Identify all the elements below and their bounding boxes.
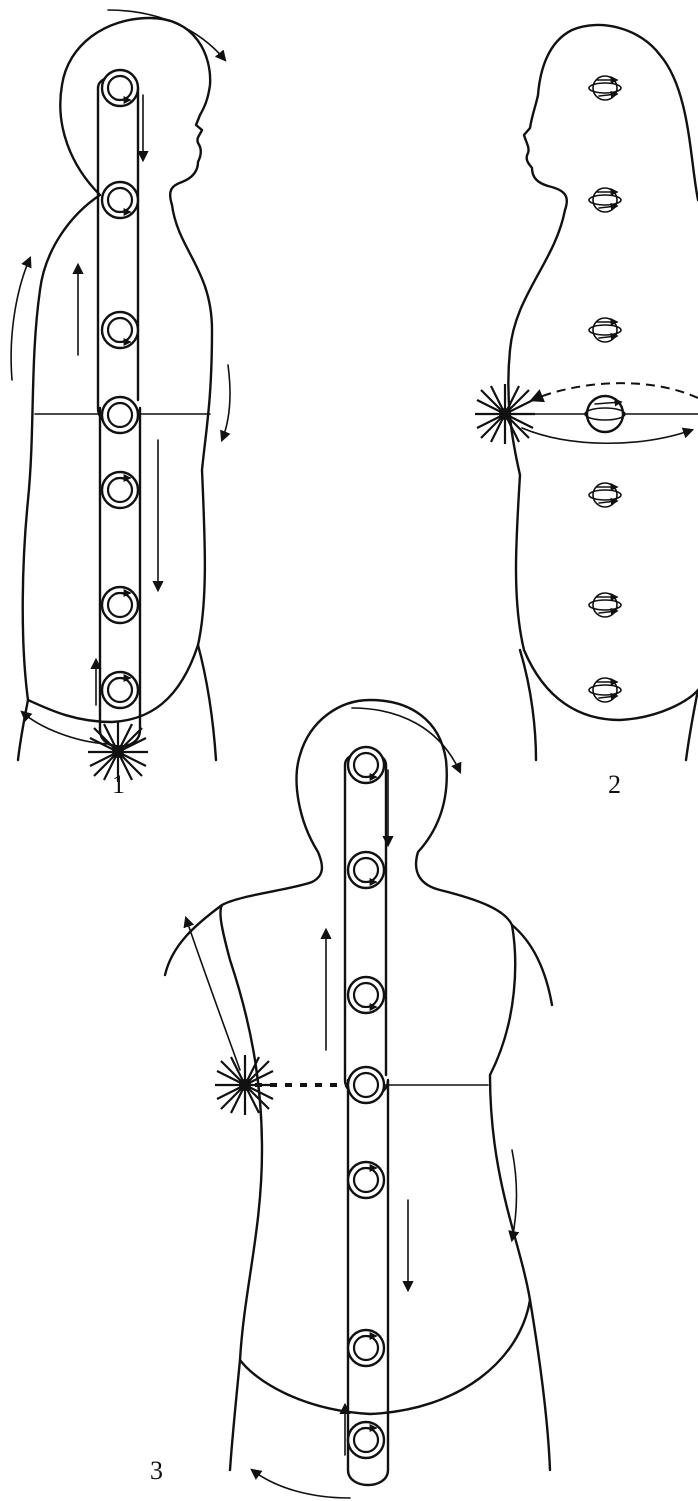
leg-line-right [198, 645, 216, 760]
chakra-icon [348, 977, 384, 1013]
chakra-icon [102, 312, 138, 348]
chakra-icon [585, 396, 625, 432]
chakra-icon [589, 593, 621, 617]
figure-3 [165, 700, 552, 1498]
impact-burst-icon [215, 1055, 275, 1115]
chakra-icon [348, 1067, 384, 1103]
leg-line [520, 650, 536, 760]
chakra-icon [102, 70, 138, 106]
leg-line-left [230, 1360, 240, 1470]
leg-line-left [18, 700, 28, 760]
chakra-icon [102, 472, 138, 508]
chakra-icon [348, 1162, 384, 1198]
chakra-icon [589, 318, 621, 342]
chakra-icon [348, 1422, 384, 1458]
chakra-icon [348, 852, 384, 888]
chakra-icon [102, 182, 138, 218]
arm-line-right [512, 925, 552, 1005]
leg-line-right [530, 1300, 550, 1470]
figure-label: 2 [608, 770, 621, 800]
chakra-column [348, 747, 384, 1458]
body-outline [220, 700, 530, 1414]
chakra-icon [348, 747, 384, 783]
chakra-icon [589, 188, 621, 212]
body-outline [508, 25, 698, 720]
chakra-icon [589, 678, 621, 702]
figure-label: 1 [112, 770, 125, 800]
chakra-icon [102, 587, 138, 623]
chakra-icon [589, 483, 621, 507]
impact-burst-icon [475, 384, 535, 444]
leg-line [686, 690, 698, 760]
chakra-icon [589, 76, 621, 100]
figure-label: 3 [150, 1456, 163, 1486]
chakra-icon [348, 1330, 384, 1366]
chakra-icon [102, 672, 138, 708]
chakra-column [585, 76, 625, 702]
chakra-icon [102, 397, 138, 433]
chakra-column [102, 70, 138, 708]
figure-1 [11, 10, 230, 782]
figure-2 [475, 25, 698, 760]
